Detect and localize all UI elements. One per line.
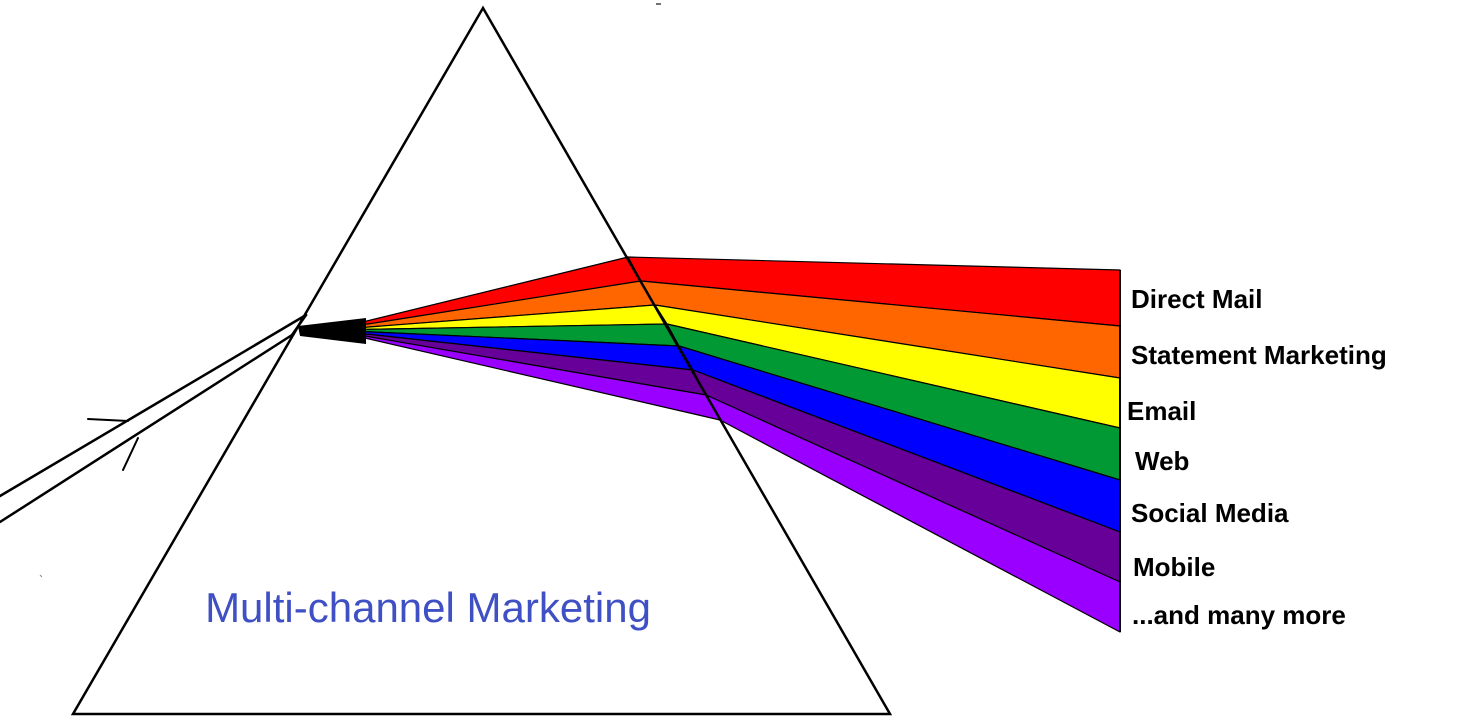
prism-title: Multi-channel Marketing bbox=[205, 584, 651, 631]
incoming-ray-bottom bbox=[0, 333, 294, 524]
channel-label-6: Mobile bbox=[1133, 552, 1215, 582]
inner-spectrum-bands bbox=[329, 256, 721, 421]
prism-triangle bbox=[70, 5, 893, 716]
stray-mark bbox=[39, 574, 43, 578]
channel-label-1: Direct Mail bbox=[1131, 284, 1263, 314]
arrow-stroke-a bbox=[87, 418, 129, 422]
channel-label-4: Web bbox=[1135, 446, 1189, 476]
channel-label-3: Email bbox=[1127, 396, 1196, 426]
outer-spectrum-bands bbox=[627, 256, 1121, 633]
channel-label-7: ...and many more bbox=[1132, 600, 1346, 630]
channel-label-2: Statement Marketing bbox=[1131, 340, 1387, 370]
arrow-stroke-b bbox=[122, 437, 139, 471]
beam-entry-edge bbox=[290, 313, 308, 337]
channel-label-5: Social Media bbox=[1131, 498, 1289, 528]
incoming-ray-top bbox=[0, 313, 308, 498]
incoming-light-beam bbox=[0, 313, 308, 524]
direction-arrow-icon bbox=[87, 418, 139, 471]
convergence-point bbox=[298, 318, 366, 344]
